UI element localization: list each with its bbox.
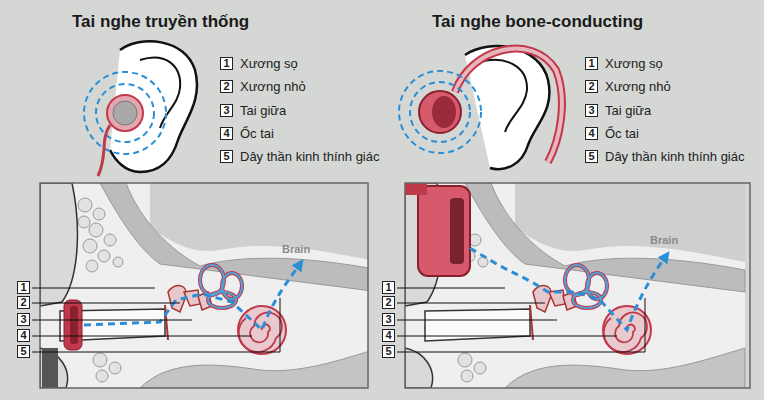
callout-number: 1 — [382, 281, 395, 294]
legend-number: 3 — [585, 104, 598, 117]
legend-text: Ốc tai — [605, 126, 639, 141]
legend-text: Xương sọ — [240, 56, 298, 71]
callout-number: 4 — [382, 329, 395, 342]
callout-number: 5 — [17, 345, 30, 358]
brain-label: Brain — [282, 243, 310, 255]
legend-text: Dây thần kinh thính giác — [240, 149, 379, 164]
legend-number: 2 — [220, 80, 233, 93]
callout-number: 4 — [17, 329, 30, 342]
callout-number: 2 — [382, 296, 395, 309]
legend-text: Tai giữa — [605, 103, 651, 118]
legend-number: 5 — [585, 150, 598, 163]
legend-text: Tai giữa — [240, 103, 286, 118]
legend-number: 2 — [585, 80, 598, 93]
legend-number: 4 — [585, 127, 598, 140]
legend-number: 3 — [220, 104, 233, 117]
callout-number: 2 — [17, 296, 30, 309]
legend-text: Xương nhỏ — [240, 79, 306, 94]
callout-number: 5 — [382, 345, 395, 358]
panel-title: Tai nghe bone-conducting — [432, 12, 643, 32]
legend-text: Xương nhỏ — [605, 79, 671, 94]
legend-number: 5 — [220, 150, 233, 163]
callout-number: 1 — [17, 281, 30, 294]
legend-text: Dây thần kinh thính giác — [605, 149, 744, 164]
callout-number: 3 — [382, 313, 395, 326]
legend-number: 1 — [585, 57, 598, 70]
legend-number: 4 — [220, 127, 233, 140]
legend-number: 1 — [220, 57, 233, 70]
brain-label: Brain — [650, 234, 678, 246]
legend-text: Ốc tai — [240, 126, 274, 141]
legend-text: Xương sọ — [605, 56, 663, 71]
callout-number: 3 — [17, 313, 30, 326]
panel-title: Tai nghe truyền thống — [72, 12, 249, 32]
